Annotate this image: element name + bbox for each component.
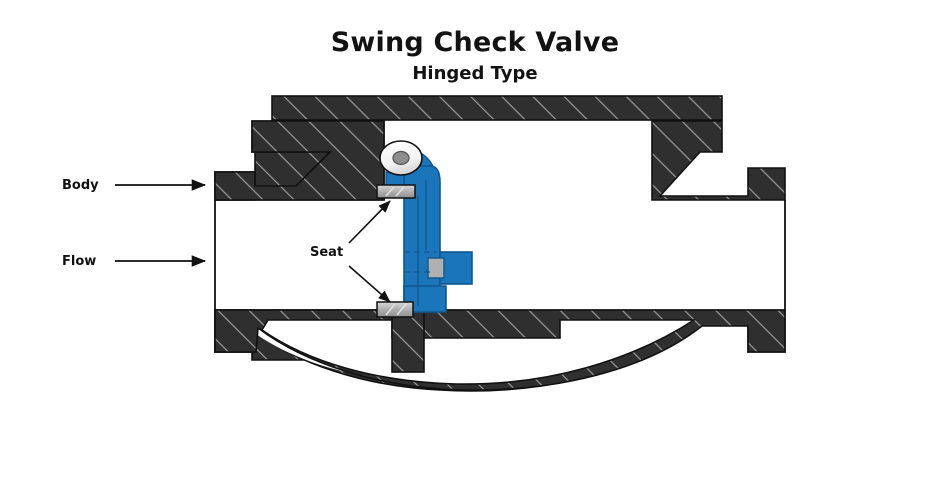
body-upper-right-casting: [651, 120, 786, 201]
disc-assembly-group: [379, 140, 473, 313]
disc-stud-core: [427, 257, 445, 279]
callout-group: Body Flow Seat: [62, 178, 391, 303]
seat-group: [376, 184, 416, 318]
disc-stud: [439, 251, 473, 285]
body-upper-left-main: [214, 120, 385, 201]
body-seat-rib: [391, 309, 425, 373]
body-lower-inner-void: [260, 319, 697, 385]
lower-seat-hatch-2: [396, 303, 407, 316]
upper-seat-hatch-1: [385, 186, 395, 197]
seat-callout-arrow-upper: [348, 200, 391, 244]
seat-callout-arrow-lower: [348, 265, 391, 303]
hinge-pin-boss: [392, 150, 410, 166]
bonnet-cover: [271, 95, 723, 121]
valve-body-group: [214, 95, 786, 392]
label-flow: Flow: [62, 254, 96, 269]
upper-seat-hatch-2: [395, 186, 405, 197]
label-seat: Seat: [310, 245, 343, 260]
lower-seat-hatch-1: [385, 303, 396, 316]
upper-seat: [376, 184, 416, 199]
label-body: Body: [62, 178, 99, 193]
